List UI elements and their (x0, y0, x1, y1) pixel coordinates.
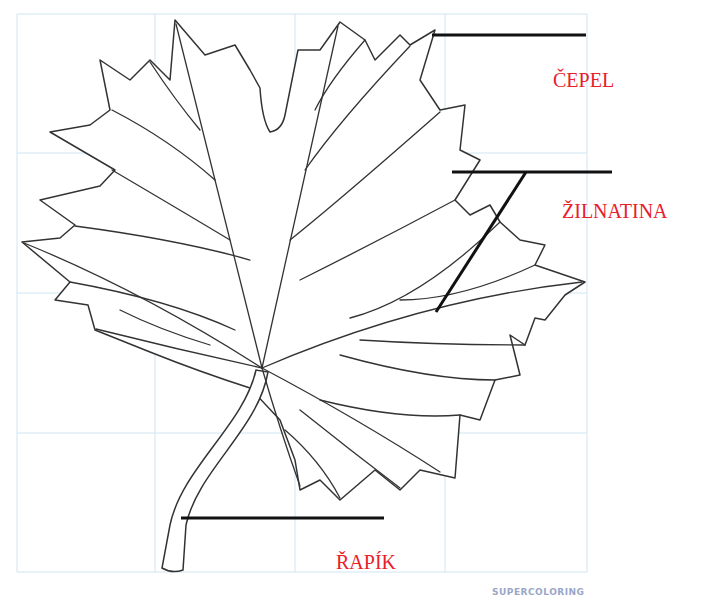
part-label: ČEPEL (553, 68, 614, 92)
leaf-veins (24, 24, 582, 498)
leaf-outline (22, 20, 585, 500)
part-label: ŘAPÍK (336, 550, 396, 574)
part-label: ŽILNATINA (562, 199, 668, 223)
grid-lines (17, 14, 587, 572)
leaf-petiole (162, 370, 268, 572)
watermark: SUPERCOLORING (492, 587, 584, 598)
leader-lines (181, 35, 612, 518)
